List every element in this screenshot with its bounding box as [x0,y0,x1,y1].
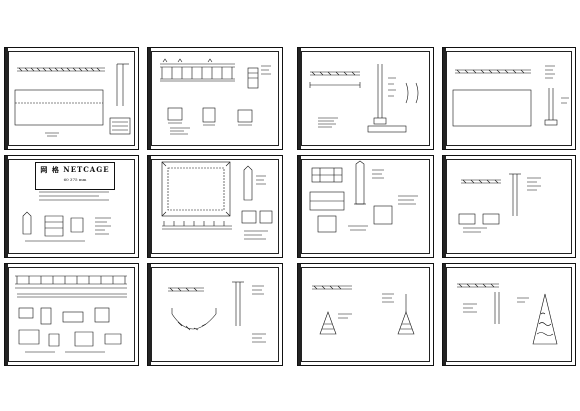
sheet-drawing [161,161,273,240]
sheet-drawing [14,63,131,137]
sheet-drawing [452,65,569,127]
sheet-title-strip [148,264,151,365]
sheet-drawing [309,64,419,133]
sheet-drawing [160,58,271,135]
sheet-title-strip [148,156,151,257]
sheet-drawing [15,275,127,353]
sheet-title-strip [5,264,8,365]
sheet-drawing [458,173,541,233]
sheet-drawing [457,283,558,345]
drawing-sheet-1[interactable] [4,47,139,150]
sheet-subtitle: 60 375 mm [63,177,87,182]
sheet-title-strip [298,156,301,257]
sheet-title-strip [443,48,446,149]
drawing-sheet-10[interactable] [147,263,283,366]
drawing-sheet-8[interactable] [442,155,576,258]
drawing-sheet-6[interactable] [147,155,283,258]
drawing-sheet-12[interactable] [442,263,576,366]
drawing-sheet-11[interactable] [297,263,434,366]
drawing-sheet-3[interactable] [297,47,434,150]
sheet-drawing [312,285,415,335]
drawing-sheet-5[interactable]: 网 格 NETCAGE 60 375 mm [4,155,139,258]
drawing-sheet-4[interactable] [442,47,576,150]
sheet-title-strip [148,48,151,149]
sheet-title: 网 格 NETCAGE [40,165,110,174]
sheet-title-strip [443,264,446,365]
sheet-drawing [168,281,266,343]
sheet-title-strip [298,264,301,365]
sheet-title-strip [443,156,446,257]
sheet-title-strip [298,48,301,149]
drawing-sheet-2[interactable] [147,47,283,150]
sheet-drawing [309,160,418,233]
title-box: 网 格 NETCAGE 60 375 mm [35,162,115,190]
sheet-drawing [22,191,111,242]
sheet-title-strip [5,156,8,257]
drawing-sheet-7[interactable] [297,155,434,258]
sheet-title-strip [5,48,8,149]
drawing-sheet-9[interactable] [4,263,139,366]
